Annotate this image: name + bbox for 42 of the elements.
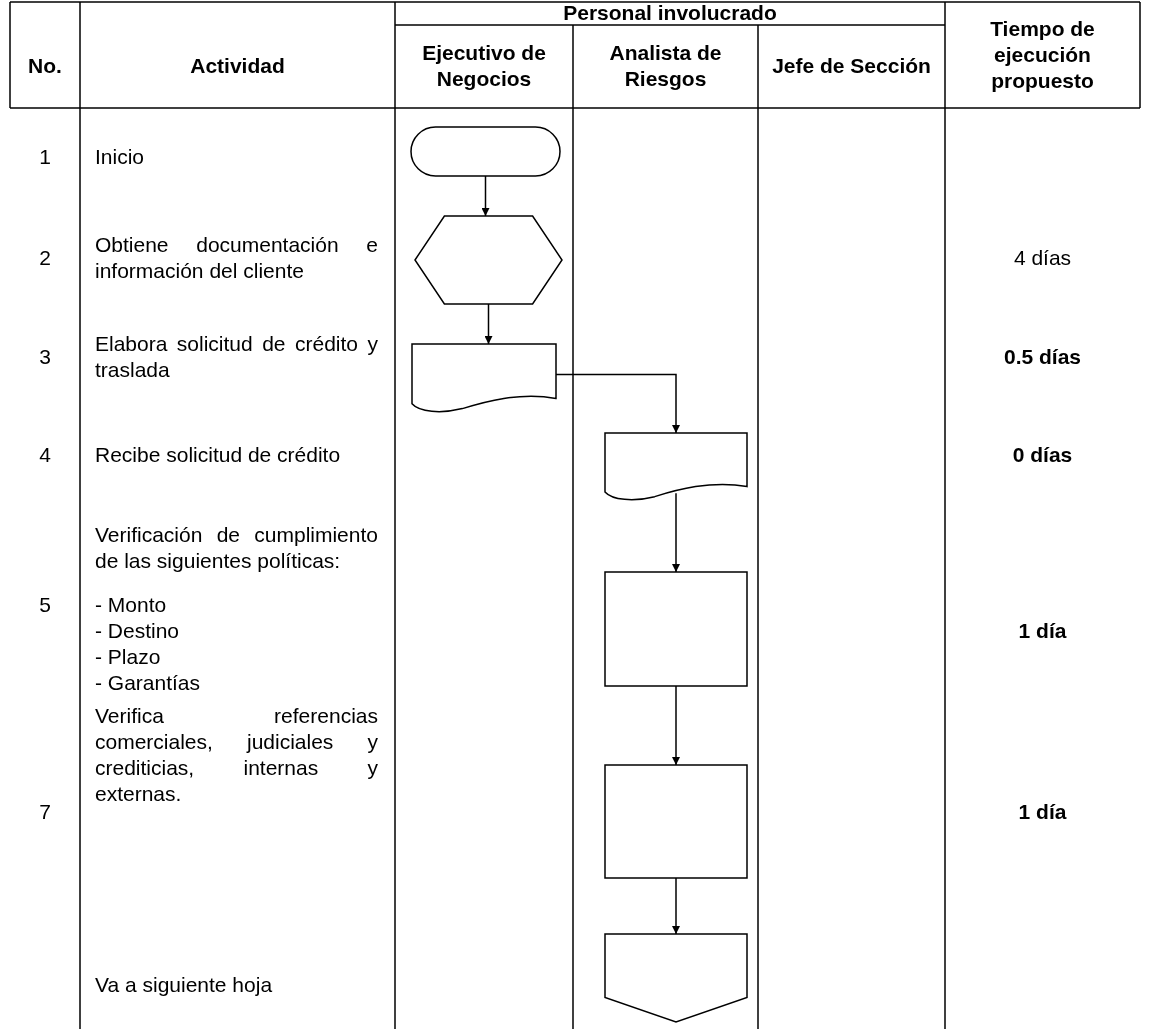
step-number: 5 (39, 592, 51, 618)
activity-text: Elabora solicitud de crédito y traslada (95, 331, 378, 383)
list-item: - Destino (95, 618, 181, 644)
step-number: 1 (39, 144, 51, 170)
hexagon-shape (415, 216, 562, 304)
process-box (605, 765, 747, 878)
time-text: 1 día (1018, 618, 1067, 644)
step-number: 3 (39, 344, 51, 370)
activity-text: Obtiene documentación e información del cliente (95, 232, 378, 284)
time-text: 0 días (1012, 442, 1073, 468)
list-item: - Monto (95, 592, 168, 618)
list-item: - Garantías (95, 670, 202, 696)
activity-text: Va a siguiente hoja (95, 972, 274, 998)
column-header: Personal involucrado (563, 0, 777, 26)
process-box (605, 572, 747, 686)
step-number: 7 (39, 799, 51, 825)
time-text: 1 día (1018, 799, 1067, 825)
activity-text: Verificación de cumplimiento de las siguientes políticas: (95, 522, 378, 574)
document-shape (412, 344, 556, 412)
step-number: 4 (39, 442, 51, 468)
list-item: - Plazo (95, 644, 162, 670)
arrow (672, 492, 680, 573)
arrow (484, 303, 493, 345)
column-header: No. (28, 53, 62, 79)
arrow (672, 685, 680, 766)
time-text: 0.5 días (1003, 344, 1082, 370)
arrow (481, 175, 490, 217)
document-shape (605, 433, 747, 500)
column-header: Ejecutivo de Negocios (421, 40, 547, 92)
terminal-shape (411, 127, 560, 176)
arrow (672, 877, 680, 935)
step-number: 2 (39, 245, 51, 271)
activity-text: Inicio (95, 144, 146, 170)
column-header: Actividad (190, 53, 285, 79)
column-header: Jefe de Sección (772, 53, 931, 79)
activity-text: Verifica referencias comerciales, judiciales y crediticias, internas y externas. (95, 703, 378, 807)
column-header: Tiempo de ejecución propuesto (989, 16, 1096, 94)
column-header: Analista de Riesgos (608, 40, 723, 92)
activity-text: Recibe solicitud de crédito (95, 442, 342, 468)
arrow (555, 373, 680, 434)
offpage-connector (605, 934, 747, 1022)
time-text: 4 días (1013, 245, 1072, 271)
